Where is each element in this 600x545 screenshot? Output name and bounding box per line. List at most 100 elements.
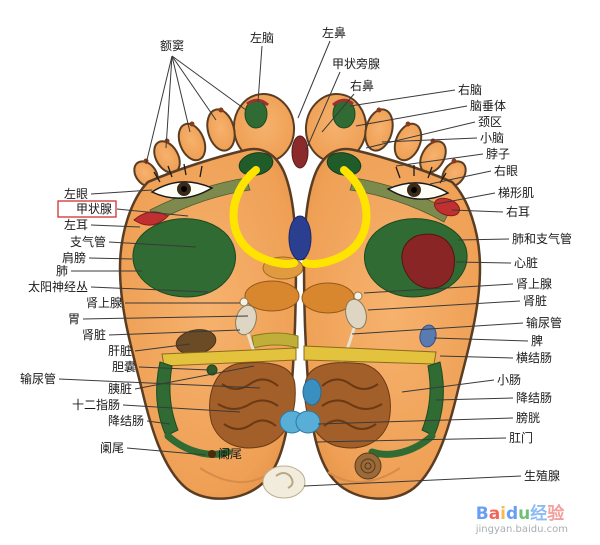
left-pancreas-zone xyxy=(251,332,299,349)
toe-tip-mark xyxy=(164,138,170,144)
label-输尿管: 输尿管 xyxy=(526,315,562,330)
intestine-texture xyxy=(217,378,279,430)
heel-texture xyxy=(327,467,401,483)
leader-line xyxy=(351,322,524,335)
thyroid-highlight-left xyxy=(229,166,298,268)
leader-line xyxy=(451,209,504,213)
nose-zone xyxy=(291,135,309,169)
label-肩膀: 肩膀 xyxy=(62,250,86,265)
label-太阳神经丛: 太阳神经丛 xyxy=(28,279,88,294)
label-脾: 脾 xyxy=(531,333,543,348)
label-阑尾-inner: 阑尾 xyxy=(218,446,242,461)
leader-line xyxy=(365,121,476,149)
leader-line xyxy=(165,55,173,149)
label-肛门: 肛门 xyxy=(509,430,533,445)
leader-line xyxy=(297,40,331,119)
leader-line xyxy=(171,55,217,121)
label-肺和支气管: 肺和支气管 xyxy=(512,231,572,246)
label-小肠: 小肠 xyxy=(497,373,521,387)
left-sigmoid-zone xyxy=(164,432,232,458)
watermark-brand: Baidu经验 xyxy=(476,505,568,524)
leader-line xyxy=(108,241,197,248)
leader-line xyxy=(58,378,261,389)
left-foot xyxy=(118,93,306,500)
leader-line xyxy=(171,55,247,111)
left-sole xyxy=(118,147,298,500)
leader-line xyxy=(395,153,484,167)
label-甲状旁腺: 甲状旁腺 xyxy=(332,56,380,71)
leader-line xyxy=(381,137,478,143)
leader-line xyxy=(429,170,492,185)
leader-line xyxy=(435,397,514,401)
leader-line xyxy=(367,300,521,311)
label-脑垂体: 脑垂体 xyxy=(470,99,506,113)
label-支气管: 支气管 xyxy=(70,234,106,249)
leader-line xyxy=(134,343,191,352)
leader-line xyxy=(134,365,255,390)
spleen-zone xyxy=(419,324,437,348)
label-左脑: 左脑 xyxy=(250,30,274,45)
leader-line xyxy=(122,404,241,413)
toe-tip-mark xyxy=(451,158,457,164)
label-胰脏: 胰脏 xyxy=(108,381,132,396)
leader-line xyxy=(439,355,514,359)
leader-line xyxy=(171,55,191,133)
leader-line xyxy=(315,437,507,443)
label-肾脏: 肾脏 xyxy=(523,293,547,308)
left-eye-drawing xyxy=(150,163,214,199)
leader-line xyxy=(90,189,153,195)
heel-spiral-core xyxy=(364,462,372,470)
label-右脑: 右脑 xyxy=(458,82,482,97)
right-descending-colon xyxy=(421,361,444,437)
leader-line xyxy=(116,208,189,217)
left-descending-colon xyxy=(156,361,179,437)
toe-tip-mark xyxy=(430,138,436,144)
watermark-letter: B xyxy=(475,504,489,525)
right-bladder-zone xyxy=(295,410,321,434)
label-左鼻: 左鼻 xyxy=(322,25,346,40)
leader-line xyxy=(126,447,207,456)
heart-zone xyxy=(401,233,455,289)
right-thyroid-zone xyxy=(326,152,362,176)
leader-line xyxy=(321,93,355,133)
label-胃: 胃 xyxy=(68,312,80,326)
right-kidney-zone xyxy=(345,298,367,330)
left-ear-zone xyxy=(133,211,169,226)
heel-spiral-drawing xyxy=(354,452,382,480)
right-toe-2 xyxy=(364,108,394,152)
label-甲状腺: 甲状腺 xyxy=(76,202,112,216)
leader-line xyxy=(146,420,171,425)
toe-tip-mark xyxy=(405,121,411,127)
label-梯形肌: 梯形肌 xyxy=(498,186,534,200)
intestine-texture xyxy=(321,378,383,430)
gonad-detail xyxy=(275,472,294,489)
label-额窦: 额窦 xyxy=(160,39,184,53)
watermark-letter: d xyxy=(506,504,519,525)
leader-line xyxy=(108,329,241,336)
label-右耳: 右耳 xyxy=(506,204,530,219)
label-降结肠: 降结肠 xyxy=(516,391,552,405)
left-thyroid-zone xyxy=(238,152,274,176)
leader-line xyxy=(355,105,468,127)
label-降结肠: 降结肠 xyxy=(108,414,144,428)
leader-line xyxy=(145,55,173,165)
label-输尿管: 输尿管 xyxy=(20,371,56,386)
label-阑尾: 阑尾 xyxy=(100,440,124,455)
watermark-url: jingyan.baidu.com xyxy=(475,524,568,535)
label-右眼: 右眼 xyxy=(494,163,518,178)
labels-layer: 额窦左脑左鼻甲状旁腺右鼻右脑脑垂体颈区小脑脖子右眼梯形肌右耳肺和支气管心脏肾上腺… xyxy=(20,25,572,487)
label-颈区: 颈区 xyxy=(478,115,502,129)
leader-line xyxy=(82,315,249,320)
left-lung-zone xyxy=(132,218,236,298)
left-kidney-zone xyxy=(235,304,257,336)
label-左眼: 左眼 xyxy=(64,186,88,201)
watermark-letter: u xyxy=(518,504,531,525)
label-生殖腺: 生殖腺 xyxy=(524,468,560,483)
label-左耳: 左耳 xyxy=(64,217,88,232)
center-blue-zone xyxy=(302,378,322,406)
left-transverse-colon xyxy=(161,347,297,367)
label-横结肠: 横结肠 xyxy=(516,351,552,365)
leader-line xyxy=(317,417,514,425)
label-心脏: 心脏 xyxy=(514,255,538,270)
